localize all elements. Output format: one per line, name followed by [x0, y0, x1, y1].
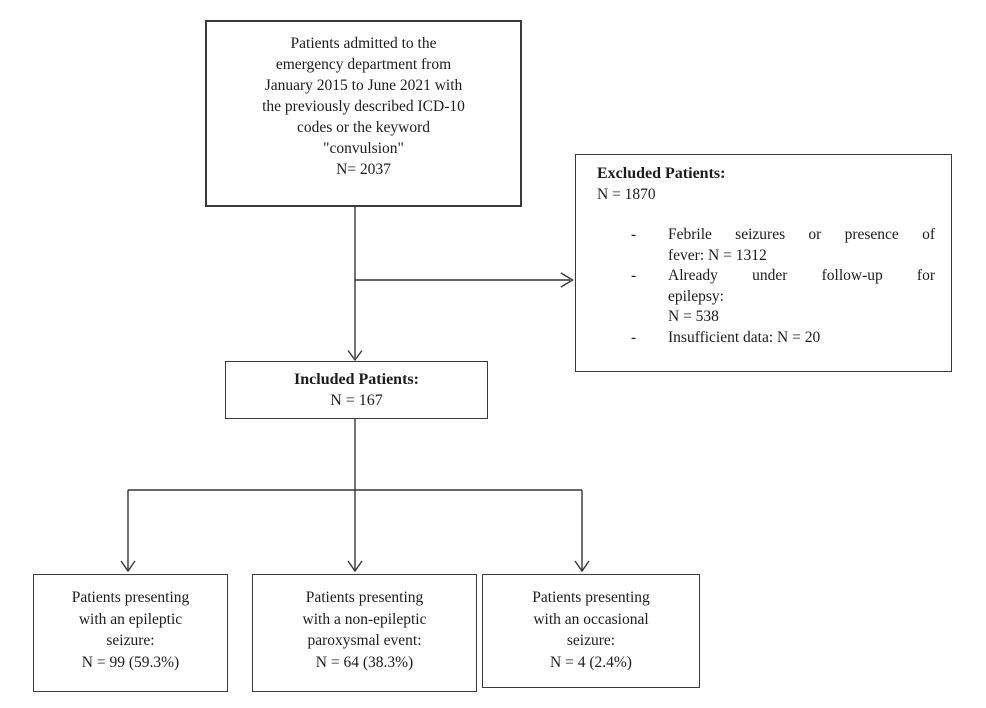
- excluded-item-febrile: - Febrile seizures or presence of fever:…: [597, 225, 935, 266]
- arrow-branch-right-head: [574, 560, 590, 573]
- bullet-dash: -: [631, 226, 637, 243]
- bullet-dash: -: [631, 328, 637, 346]
- excluded-item-text: Already under follow-up for epilepsy: N …: [668, 266, 935, 328]
- arrow-branch-left-head: [120, 560, 136, 573]
- excluded-item-followup: - Already under follow-up for epilepsy: …: [597, 266, 935, 328]
- excluded-item-insufficient-data: - Insufficient data: N = 20: [597, 328, 935, 349]
- arrow-included-to-middle-head: [347, 560, 363, 573]
- arrow-to-excluded-head: [560, 272, 574, 288]
- excluded-item-line: epilepsy:: [668, 287, 724, 305]
- excluded-item-line: fever: N = 1312: [668, 246, 767, 264]
- excluded-patients-box: Excluded Patients: N = 1870 - Febrile se…: [575, 154, 952, 372]
- excluded-item-line: N = 538: [668, 308, 719, 325]
- outcome-non-epileptic-paroxysmal-box: Patients presenting with a non-epileptic…: [252, 574, 477, 692]
- excluded-title: Excluded Patients:: [597, 165, 726, 182]
- excluded-item-line: Febrile seizures or presence of: [668, 226, 935, 243]
- excluded-item-text: Insufficient data: N = 20: [668, 328, 935, 349]
- spacer: [597, 205, 935, 225]
- included-count: N = 167: [330, 392, 383, 409]
- excluded-item-text: Febrile seizures or presence of fever: N…: [668, 225, 935, 266]
- included-title: Included Patients:: [294, 371, 419, 388]
- excluded-item-line: Already under follow-up for: [668, 267, 935, 284]
- outcome-epileptic-seizure-box: Patients presenting with an epileptic se…: [33, 574, 228, 692]
- source-population-box: Patients admitted to the emergency depar…: [205, 20, 522, 207]
- outcome-occasional-seizure-box: Patients presenting with an occasional s…: [482, 574, 700, 688]
- arrow-source-to-included-head: [347, 350, 363, 362]
- bullet-dash: -: [631, 267, 637, 284]
- excluded-item-line: Insufficient data: N = 20: [668, 328, 821, 346]
- included-patients-box: Included Patients: N = 167: [225, 361, 488, 419]
- excluded-count: N = 1870: [597, 185, 656, 203]
